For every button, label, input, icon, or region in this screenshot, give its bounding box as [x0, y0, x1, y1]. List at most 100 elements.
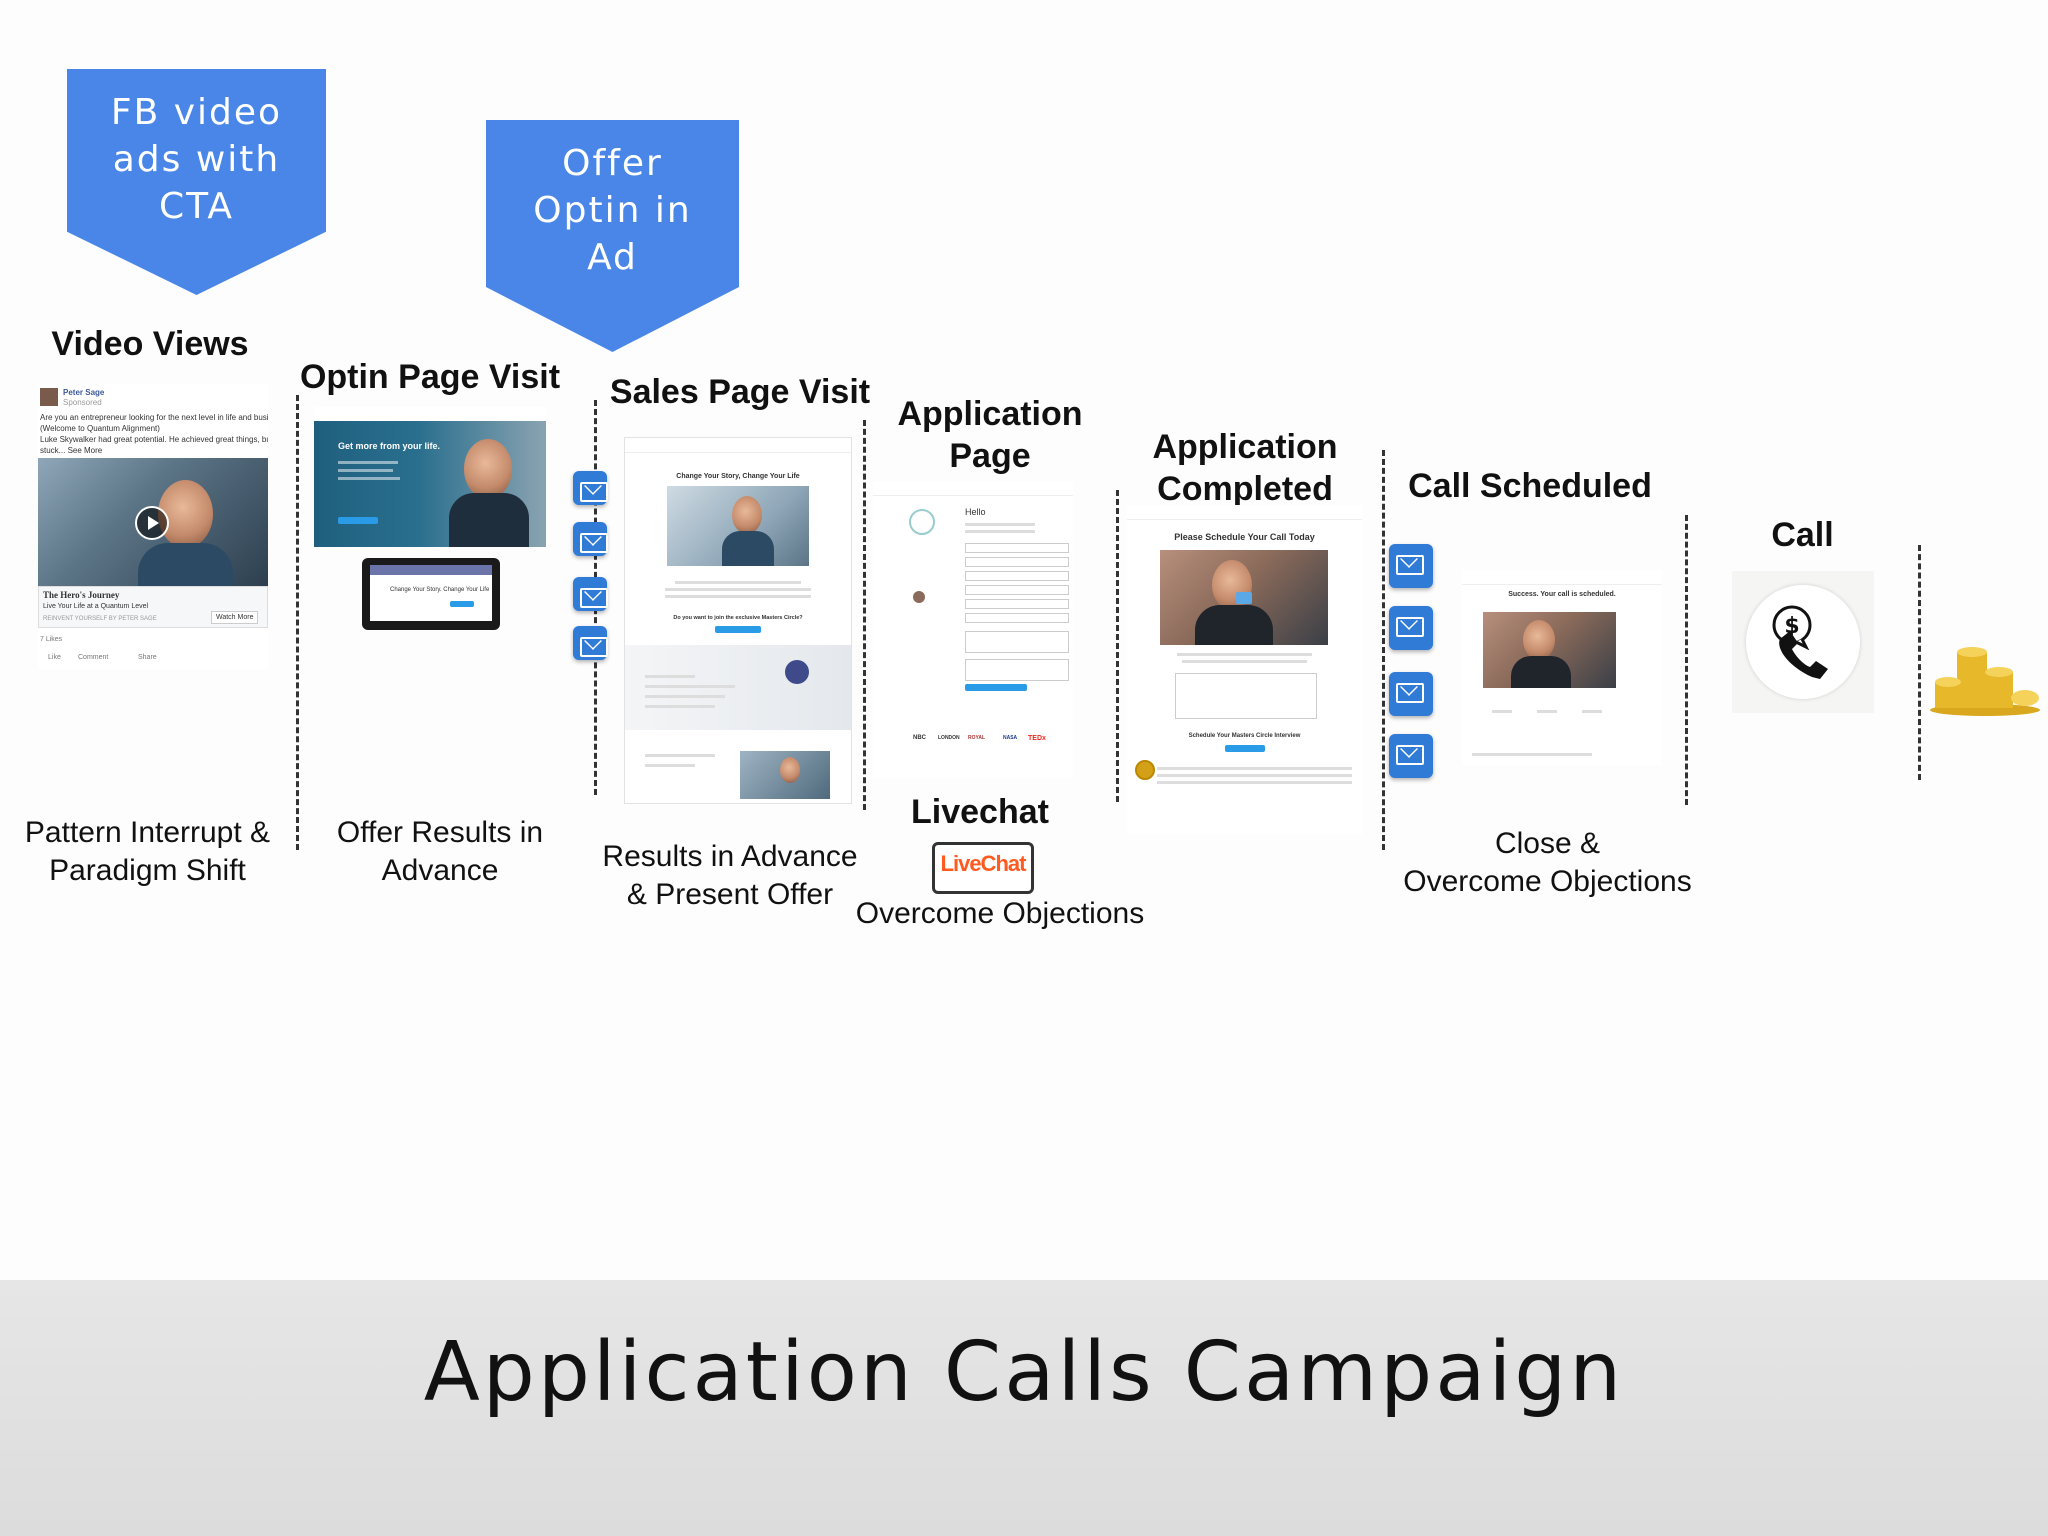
- fb-action-comment[interactable]: Comment: [78, 654, 109, 661]
- fb-post-body-3: Luke Skywalker had great potential. He a…: [40, 435, 268, 444]
- fb-link-card[interactable]: The Hero's Journey Live Your Life at a Q…: [38, 586, 268, 628]
- livechat-title: Livechat: [911, 793, 1049, 831]
- sales-text-line: [645, 705, 715, 708]
- completed-text-line: [1182, 660, 1307, 663]
- phone-dollar-icon: $: [1746, 585, 1860, 699]
- fb-action-like[interactable]: Like: [48, 654, 61, 661]
- app-form-field[interactable]: [965, 585, 1069, 595]
- footer-band: [0, 1280, 2048, 1536]
- divider-4: [1116, 490, 1119, 802]
- completed-text-line: [1157, 767, 1352, 770]
- call-card: $: [1732, 571, 1874, 713]
- fb-action-share[interactable]: Share: [138, 654, 157, 661]
- fb-post-body-2: (Welcome to Quantum Alignment): [40, 424, 160, 433]
- application-completed-screenshot: Please Schedule Your Call Today Schedule…: [1127, 505, 1362, 835]
- sales-text-line: [665, 588, 811, 591]
- sales-presenter-shirt: [722, 531, 774, 566]
- app-form-field[interactable]: [965, 659, 1069, 681]
- app-form-field[interactable]: [965, 571, 1069, 581]
- sales-cta-button[interactable]: [715, 626, 761, 633]
- app-form-field[interactable]: [965, 557, 1069, 567]
- app-greeting: Hello: [965, 507, 986, 517]
- fb-post-sponsored: Sponsored: [63, 398, 102, 407]
- application-page-screenshot: Hello NBC LONDON ROYAL NASA TEDx: [873, 481, 1073, 779]
- play-icon[interactable]: [135, 506, 169, 540]
- fb-avatar: [40, 388, 58, 406]
- laptop-screen-button[interactable]: [450, 601, 474, 607]
- sales-question: Do you want to join the exclusive Master…: [673, 615, 803, 621]
- fb-card-watch-more-button[interactable]: Watch More: [211, 611, 259, 624]
- gold-coins-icon: [1927, 632, 2042, 717]
- scheduled-text-line: [1582, 710, 1602, 713]
- completed-presenter-suit: [1195, 605, 1273, 645]
- app-logo-nasa: NASA: [1003, 735, 1018, 741]
- divider-6: [1685, 515, 1688, 805]
- divider-7: [1918, 545, 1921, 780]
- fb-post-body-4: stuck... See More: [40, 446, 103, 455]
- divider-3: [863, 420, 866, 810]
- fb-post-name: Peter Sage: [63, 388, 105, 397]
- sales-presenter-face-2: [780, 757, 800, 783]
- sales-video[interactable]: [667, 486, 809, 566]
- fb-video-thumbnail[interactable]: [38, 458, 268, 586]
- fb-ads-banner: FB video ads with CTA: [67, 69, 326, 295]
- completed-calendar[interactable]: [1175, 673, 1317, 719]
- app-form-field[interactable]: [965, 599, 1069, 609]
- email-icon: [1389, 606, 1433, 650]
- optin-navbar: [314, 407, 546, 421]
- sales-presenter-face: [732, 496, 762, 534]
- livechat-logo-text: LiveChat: [940, 851, 1027, 876]
- scheduled-video[interactable]: [1483, 612, 1616, 688]
- laptop-mockup: Change Your Story. Change Your Life: [362, 558, 500, 630]
- sales-video-2[interactable]: [740, 751, 830, 799]
- email-icon: [573, 577, 608, 611]
- scheduled-presenter-suit: [1511, 656, 1571, 688]
- sales-navbar: [625, 438, 851, 453]
- optin-cta-button[interactable]: [338, 517, 378, 524]
- caption-call-scheduled: Close & Overcome Objections: [1403, 827, 1692, 898]
- email-icon: [1389, 672, 1433, 716]
- app-form-field[interactable]: [965, 631, 1069, 653]
- email-icon: [573, 626, 608, 660]
- page-title: Application Calls Campaign: [423, 1325, 1625, 1420]
- app-logo-nbc: NBC: [913, 735, 926, 741]
- optin-presenter-face: [464, 439, 512, 499]
- email-icon: [573, 522, 608, 556]
- fb-post-screenshot: Peter Sage Sponsored Are you an entrepre…: [38, 384, 268, 669]
- presenter-face: [158, 480, 213, 548]
- optin-page-screenshot: Get more from your life.: [314, 407, 546, 547]
- scheduled-headline: Success. Your call is scheduled.: [1508, 591, 1616, 598]
- scheduled-text-line: [1537, 710, 1557, 713]
- app-submit-button[interactable]: [965, 684, 1027, 691]
- completed-video[interactable]: [1160, 550, 1328, 645]
- stage-title-application-completed: Application Completed: [1152, 428, 1338, 508]
- app-form-field[interactable]: [965, 543, 1069, 553]
- app-logo-royal: ROYAL: [968, 735, 986, 741]
- laptop-screen: Change Your Story. Change Your Life: [370, 565, 492, 621]
- app-text-line: [965, 530, 1035, 533]
- completed-text-line: [1157, 774, 1352, 777]
- completed-play-icon[interactable]: [1236, 592, 1252, 604]
- app-form-field[interactable]: [965, 613, 1069, 623]
- divider-1: [296, 395, 299, 850]
- completed-subheadline: Schedule Your Masters Circle Interview: [1188, 733, 1301, 739]
- stage-title-optin-page: Optin Page Visit: [299, 358, 561, 396]
- laptop-screen-header: [370, 565, 492, 575]
- fb-card-source: REINVENT YOURSELF BY PETER SAGE: [43, 616, 157, 622]
- app-logo-london: LONDON: [938, 735, 960, 741]
- sales-badge: [785, 660, 809, 684]
- call-scheduled-screenshot: Success. Your call is scheduled.: [1462, 570, 1662, 765]
- svg-text:$: $: [1784, 614, 1799, 639]
- scheduled-footer-line: [1472, 753, 1592, 756]
- sales-page-screenshot: Change Your Story, Change Your Life Do y…: [624, 437, 852, 804]
- completed-navbar: [1127, 505, 1362, 520]
- optin-presenter-shirt: [449, 493, 529, 547]
- stage-title-call: Call: [1771, 516, 1834, 554]
- completed-button[interactable]: [1225, 745, 1265, 752]
- optin-body-line: [338, 477, 400, 480]
- fb-card-title: The Hero's Journey: [43, 590, 120, 600]
- email-icon: [1389, 734, 1433, 778]
- sales-text-line: [675, 581, 801, 584]
- stage-title-application-page: Application Page: [897, 395, 1083, 475]
- sales-text-line: [645, 685, 735, 688]
